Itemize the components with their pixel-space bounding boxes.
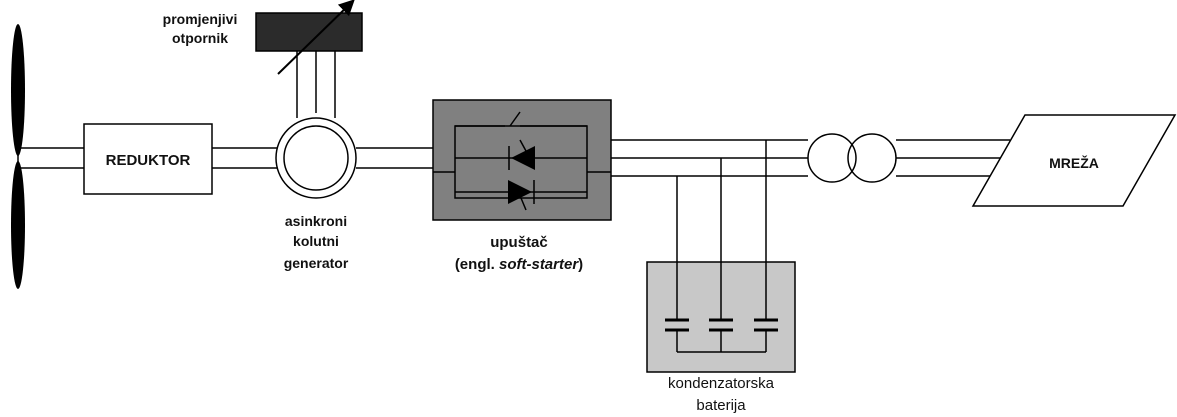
capacitor-label-line2: baterija [696, 397, 746, 414]
softstarter-label-suffix: ) [578, 256, 583, 273]
generator-label-line3: generator [284, 255, 349, 271]
rotor-blades [11, 24, 25, 289]
grid: MREŽA [971, 114, 1177, 207]
low-speed-shaft [20, 147, 84, 169]
high-speed-shaft [212, 147, 278, 169]
gearbox-box: REDUKTOR [83, 123, 213, 195]
generator-label-line2: kolutni [293, 233, 339, 249]
resistor-label-line1: promjenjivi [163, 11, 238, 27]
gearbox-label: REDUKTOR [106, 152, 191, 169]
softstarter-label-line2: (engl. soft-starter) [455, 256, 583, 273]
generator-to-softstarter-bus [356, 147, 433, 169]
generator-label-line1: asinkroni [285, 213, 347, 229]
capacitor-label-line1: kondenzatorska [668, 375, 775, 392]
capacitor-bank: kondenzatorska baterija [646, 261, 796, 414]
resistor-label-line2: otpornik [172, 30, 228, 46]
softstarter-label-prefix: (engl. [455, 256, 499, 273]
main-bus [611, 139, 808, 177]
upper-blade [11, 24, 25, 156]
lower-blade [11, 161, 25, 289]
thyristor-upper [511, 146, 535, 170]
softstarter-label-italic: soft-starter [499, 256, 579, 273]
variable-resistor: promjenjivi otpornik [163, 0, 363, 75]
rotor-leads [296, 51, 336, 118]
transformer [807, 133, 897, 183]
grid-label: MREŽA [1049, 154, 1099, 171]
soft-starter: upuštač (engl. soft-starter) [432, 99, 612, 273]
softstarter-label-line1: upuštač [490, 234, 548, 251]
slip-ring-generator: asinkroni kolutni generator [275, 117, 357, 271]
